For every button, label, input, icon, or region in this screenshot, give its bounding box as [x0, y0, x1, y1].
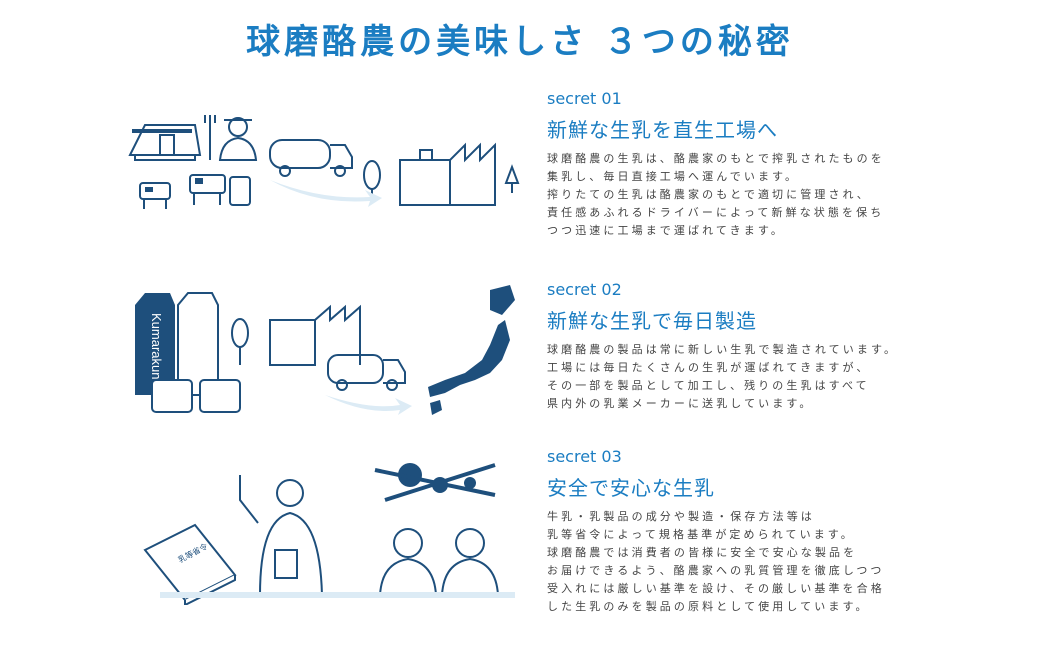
body-line: した生乳のみを製品の原料として使用しています。 [547, 600, 870, 613]
body-line: 県内外の乳業メーカーに送乳しています。 [547, 397, 814, 410]
milk-carton-icon: Kumarakuno [135, 293, 175, 395]
secret-label: secret 03 [547, 447, 622, 466]
factory-icon [400, 145, 495, 205]
body-line: 集乳し、毎日直接工場へ運んでいます。 [547, 170, 800, 183]
body-line: 工場には毎日たくさんの生乳が運ばれてきますが、 [547, 361, 871, 374]
secret-heading: 新鮮な生乳で毎日製造 [547, 309, 757, 333]
tanker-truck-icon [270, 140, 352, 176]
safety-illustration: 乳等省令 [140, 463, 520, 605]
body-line: 責任感あふれるドライバーによって新鮮な状態を保ち [547, 206, 885, 219]
body-line: 球磨酪農の生乳は、酪農家のもとで搾乳されたものを [547, 152, 885, 165]
body-line: 搾りたての生乳は酪農家のもとで適切に管理され、 [547, 188, 871, 201]
body-line: つつ迅速に工場まで運ばれてきます。 [547, 224, 785, 237]
factory-icon [270, 307, 360, 365]
products-to-japan-illustration: Kumarakuno [135, 285, 515, 415]
secret-body: 牛乳・乳製品の成分や製造・保存方法等は 乳等省令によって規格基準が定められていま… [547, 508, 885, 616]
farm-to-factory-illustration [120, 105, 530, 225]
secret-heading: 安全で安心な生乳 [547, 476, 715, 500]
cow-icon [140, 175, 250, 209]
arrow-icon [325, 395, 412, 415]
secret-01: secret 01 新鮮な生乳を直生工場へ 球磨酪農の生乳は、酪農家のもとで搾乳… [547, 89, 885, 240]
researcher-icon [240, 475, 322, 595]
tree-icon [232, 319, 248, 347]
body-line: その一部を製品として加工し、残りの生乳はすべて [547, 379, 870, 392]
secret-label: secret 01 [547, 89, 622, 108]
body-line: 乳等省令によって規格基準が定められています。 [547, 528, 855, 541]
secret-label: secret 02 [547, 280, 622, 299]
yogurt-cup-icon [152, 380, 240, 412]
staff-icon [380, 529, 498, 595]
body-line: お届けできるよう、酪農家への乳質管理を徹底しつつ [547, 564, 885, 577]
carton-brand-text: Kumarakuno [149, 313, 164, 387]
body-line: 球磨酪農の製品は常に新しい生乳で製造されています。 [547, 343, 899, 356]
barn-icon [130, 125, 200, 160]
secret-02: secret 02 新鮮な生乳で毎日製造 球磨酪農の製品は常に新しい生乳で製造さ… [547, 280, 898, 413]
secret-body: 球磨酪農の製品は常に新しい生乳で製造されています。 工場には毎日たくさんの生乳が… [547, 341, 898, 413]
body-line: 球磨酪農では消費者の皆様に安全で安心な製品を [547, 546, 858, 559]
secret-03: secret 03 安全で安心な生乳 牛乳・乳製品の成分や製造・保存方法等は 乳… [547, 447, 885, 616]
tanker-truck-icon [328, 355, 405, 390]
page-title: 球磨酪農の美味しさ ３つの秘密 [246, 22, 794, 62]
farmer-icon [205, 115, 256, 160]
cross-mark-icon [375, 465, 495, 500]
arrow-icon [270, 180, 382, 207]
secret-heading: 新鮮な生乳を直生工場へ [547, 118, 778, 142]
japan-map-icon [428, 285, 515, 415]
secret-body: 球磨酪農の生乳は、酪農家のもとで搾乳されたものを 集乳し、毎日直接工場へ運んでい… [547, 150, 885, 240]
body-line: 牛乳・乳製品の成分や製造・保存方法等は [547, 510, 815, 523]
body-line: 受入れには厳しい基準を設け、その厳しい基準を合格 [547, 582, 885, 595]
